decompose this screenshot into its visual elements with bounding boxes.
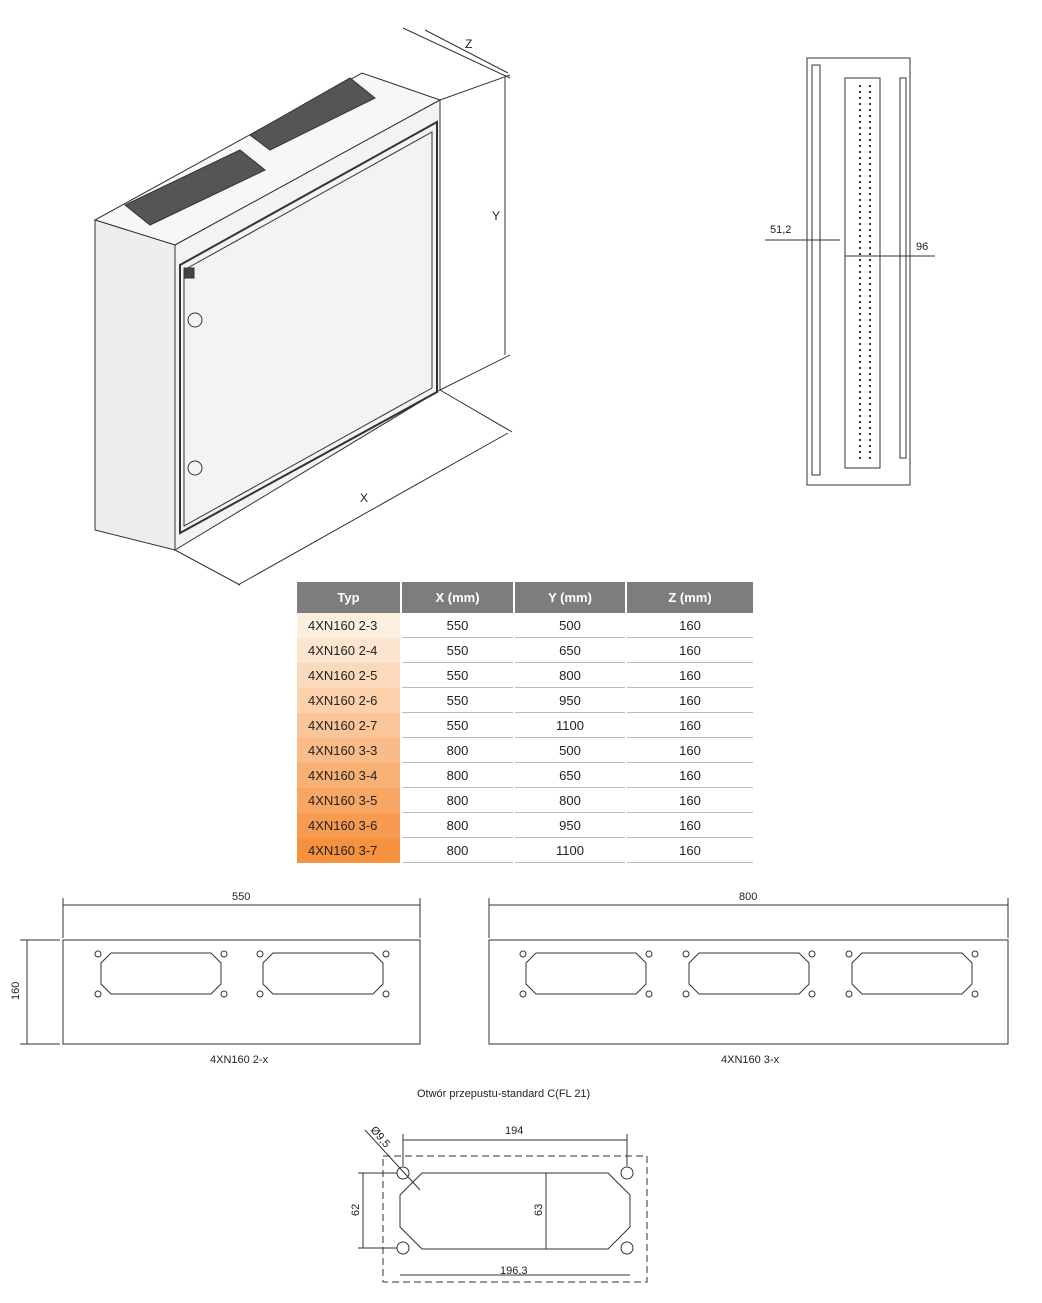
cell-y: 650 — [515, 638, 625, 663]
cell-z: 160 — [627, 813, 753, 838]
cell-typ: 4XN160 2-7 — [297, 713, 400, 738]
mounting-hole — [645, 950, 653, 958]
cell-x: 550 — [402, 663, 513, 688]
cell-typ: 4XN160 2-3 — [297, 613, 400, 638]
mounting-hole — [682, 990, 690, 998]
mounting-hole — [519, 950, 527, 958]
mounting-hole — [971, 950, 979, 958]
isometric-enclosure-drawing: Z Y X — [93, 27, 513, 586]
cell-x: 550 — [402, 638, 513, 663]
mounting-hole — [682, 950, 690, 958]
mounting-hole — [94, 990, 102, 998]
cell-y: 950 — [515, 688, 625, 713]
header-x: X (mm) — [402, 582, 513, 613]
cutout-62: 62 — [350, 1204, 362, 1216]
cell-typ: 4XN160 2-6 — [297, 688, 400, 713]
mounting-hole — [645, 990, 653, 998]
cell-x: 800 — [402, 813, 513, 838]
cell-y: 650 — [515, 763, 625, 788]
cell-z: 160 — [627, 638, 753, 663]
gland-plate-drawings: 550 160 800 4XN160 2-x 4XN160 3-x — [10, 891, 1009, 1066]
cell-z: 160 — [627, 713, 753, 738]
cell-z: 160 — [627, 613, 753, 638]
mounting-hole — [256, 990, 264, 998]
cutout-title: Otwór przepustu-standard C(FL 21) — [417, 1088, 591, 1100]
cell-typ: 4XN160 3-6 — [297, 813, 400, 838]
cell-x: 800 — [402, 763, 513, 788]
cell-x: 800 — [402, 838, 513, 863]
mounting-hole — [845, 950, 853, 958]
dim-51-2-label: 51,2 — [770, 224, 791, 236]
cell-y: 500 — [515, 738, 625, 763]
cell-typ: 4XN160 3-4 — [297, 763, 400, 788]
cell-y: 950 — [515, 813, 625, 838]
cell-typ: 4XN160 3-7 — [297, 838, 400, 863]
mounting-hole — [382, 990, 390, 998]
plate-3x-width: 800 — [739, 891, 757, 903]
mounting-hole — [256, 950, 264, 958]
cell-z: 160 — [627, 838, 753, 863]
cell-z: 160 — [627, 663, 753, 688]
cutout-196-3: 196,3 — [500, 1265, 528, 1277]
plate-2x-width: 550 — [232, 891, 250, 903]
cell-typ: 4XN160 2-5 — [297, 663, 400, 688]
cell-y: 1100 — [515, 713, 625, 738]
dim-z-label: Z — [465, 37, 472, 51]
cell-typ: 4XN160 3-3 — [297, 738, 400, 763]
cutout-63: 63 — [533, 1204, 545, 1216]
mounting-hole — [808, 950, 816, 958]
cutout-194: 194 — [505, 1125, 523, 1137]
dim-96-label: 96 — [916, 241, 928, 253]
cell-z: 160 — [627, 738, 753, 763]
plate-2x-caption: 4XN160 2-x — [210, 1054, 269, 1066]
cell-x: 550 — [402, 688, 513, 713]
dim-x-label: X — [360, 491, 368, 505]
plate-opening — [100, 952, 222, 995]
cell-x: 800 — [402, 738, 513, 763]
plate-opening — [851, 952, 973, 995]
plate-3x-caption: 4XN160 3-x — [721, 1054, 780, 1066]
cell-y: 1100 — [515, 838, 625, 863]
mounting-hole — [94, 950, 102, 958]
cutout-drawing: 194 62 63 196,3 Ø9,5 — [350, 1124, 648, 1283]
cell-x: 800 — [402, 788, 513, 813]
mounting-hole — [845, 990, 853, 998]
mounting-hole — [220, 990, 228, 998]
plate-height: 160 — [10, 982, 22, 1000]
side-view-drawing: 51,2 96 — [765, 57, 935, 486]
header-typ: Typ — [297, 582, 400, 613]
mounting-hole — [971, 990, 979, 998]
cell-typ: 4XN160 3-5 — [297, 788, 400, 813]
cell-z: 160 — [627, 688, 753, 713]
header-z: Z (mm) — [627, 582, 753, 613]
mounting-hole — [808, 990, 816, 998]
cell-z: 160 — [627, 788, 753, 813]
plate-opening — [525, 952, 647, 995]
cell-x: 550 — [402, 613, 513, 638]
cell-y: 800 — [515, 788, 625, 813]
cell-typ: 4XN160 2-4 — [297, 638, 400, 663]
mounting-hole — [519, 990, 527, 998]
cell-y: 500 — [515, 613, 625, 638]
mounting-hole — [382, 950, 390, 958]
cell-x: 550 — [402, 713, 513, 738]
cell-y: 800 — [515, 663, 625, 688]
cell-z: 160 — [627, 763, 753, 788]
header-y: Y (mm) — [515, 582, 625, 613]
plate-opening — [688, 952, 810, 995]
plate-opening — [262, 952, 384, 995]
mounting-hole — [220, 950, 228, 958]
dim-y-label: Y — [492, 209, 500, 223]
